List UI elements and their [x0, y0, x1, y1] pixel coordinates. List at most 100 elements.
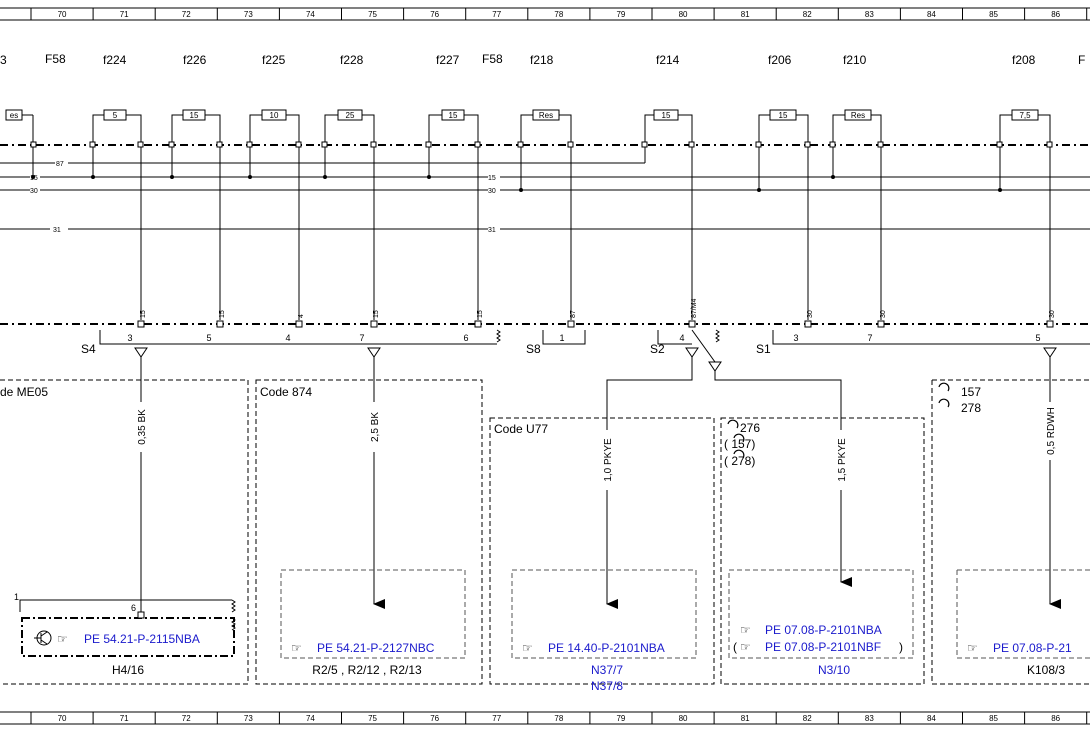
option-157: ( 157)	[724, 437, 755, 451]
wire-labels: 0,35 BK 2,5 BK 1,0 PKYE 1,5 PKYE 0,5 RDW…	[137, 407, 1057, 482]
h4-pin-6: 6	[131, 603, 136, 613]
ruler-number: 80	[679, 10, 688, 19]
fuse-label-partial-right: F	[1078, 53, 1085, 67]
ruler-number: 77	[492, 10, 501, 19]
reference-link-pe1: PE 54.21-P-2115NBA	[84, 632, 200, 646]
ruler-number: 72	[182, 714, 191, 723]
bus-labels: 87 15 30 31 15 30 31	[30, 161, 496, 234]
option-278-b: 278	[961, 401, 981, 415]
component-boxes	[280, 569, 1090, 659]
option-278: ( 278)	[724, 454, 755, 468]
pin-number: 5	[206, 333, 211, 343]
fuse-ratings: es 5 15 10 25 15 Res 15 15 Res 7,5	[10, 111, 1031, 120]
pin-label: 15	[477, 310, 484, 318]
ruler-number: 84	[927, 10, 936, 19]
ruler-number: 86	[1051, 10, 1060, 19]
component-N3: N3/10	[818, 663, 850, 677]
component-names: H4/16 R2/5 , R2/12 , R2/13 N37/7 N37/8 N…	[112, 663, 1065, 693]
fuse-label-F58: F58	[45, 52, 66, 66]
pin-number: 5	[1035, 333, 1040, 343]
connector-S4: S4	[81, 342, 96, 356]
fuse-rating: 15	[779, 111, 788, 120]
ruler-number: 84	[927, 714, 936, 723]
fuse-symbols	[5, 109, 1051, 142]
component-N37-7: N37/7	[591, 663, 623, 677]
pin-number: 3	[793, 333, 798, 343]
ruler-number: 78	[554, 10, 563, 19]
fuse-rating: es	[10, 111, 18, 120]
option-157-b: 157	[961, 385, 981, 399]
fuse-rating: 7,5	[1019, 111, 1031, 120]
pin-number: 4	[679, 333, 684, 343]
wire-label-1.5PKYE: 1,5 PKYE	[837, 438, 848, 482]
connector-top-pins: 15 15 4 15 15 87 87/M4 30 30 30	[140, 298, 1056, 318]
ruler-number: 70	[58, 10, 67, 19]
ruler-number: 81	[741, 714, 750, 723]
pointing-hand-icon: ☞	[57, 632, 68, 646]
pin-number: 7	[867, 333, 872, 343]
wire-label-0.5RDWH: 0,5 RDWH	[1046, 407, 1057, 455]
paren-close: )	[899, 640, 903, 654]
ruler-number: 73	[244, 10, 253, 19]
pin-number: 6	[463, 333, 468, 343]
wire-label-2.5BK: 2,5 BK	[370, 412, 381, 442]
bus-label-15: 15	[30, 175, 38, 182]
ruler-number: 77	[492, 714, 501, 723]
reference-link-pe2: PE 54.21-P-2127NBC	[317, 641, 435, 655]
fuse-labels: 3 F58 f224 f226 f225 f228 f227 F58 f218 …	[0, 52, 1085, 67]
bus-label-31: 31	[53, 227, 61, 234]
component-H4: H4/16	[112, 663, 144, 677]
output-triangles	[134, 347, 1057, 372]
ruler-number: 79	[616, 10, 625, 19]
h4-component	[19, 599, 236, 657]
component-N37-8: N37/8	[591, 679, 623, 693]
ruler-number: 85	[989, 10, 998, 19]
wire-label-0.35BK: 0,35 BK	[137, 409, 148, 445]
fuse-rating: 25	[346, 111, 355, 120]
pin-number: 1	[559, 333, 564, 343]
fuse-label-f214: f214	[656, 53, 680, 67]
reference-link-pe3: PE 14.40-P-2101NBA	[548, 641, 665, 655]
fuse-rating: 10	[270, 111, 279, 120]
ruler-number: 83	[865, 714, 874, 723]
ruler-number: 70	[58, 714, 67, 723]
fuse-rating: 5	[113, 111, 118, 120]
ruler-number: 72	[182, 10, 191, 19]
connector-pin-boxes	[137, 320, 1054, 328]
connector-pin-numbers: 3 5 4 7 6 1 4 3 7 5	[127, 333, 1040, 343]
ruler-number: 76	[430, 714, 439, 723]
code-boxes	[0, 379, 1090, 685]
option-labels-n3: 276 ( 157) ( 278)	[724, 421, 760, 468]
component-R2: R2/5 , R2/12 , R2/13	[312, 663, 422, 677]
code-label-874: Code 874	[260, 385, 312, 399]
pointing-hand-icon: ☞	[522, 641, 533, 655]
reference-links[interactable]: ☞ PE 54.21-P-2115NBA ☞ PE 54.21-P-2127NB…	[57, 623, 1072, 655]
fuse-label-f218: f218	[530, 53, 554, 67]
ruler-number: 82	[803, 714, 812, 723]
pin-label: 30	[880, 310, 887, 318]
ruler-number: 76	[430, 10, 439, 19]
pointing-hand-icon: ☞	[967, 641, 978, 655]
reference-link-pe6: PE 07.08-P-21	[993, 641, 1072, 655]
ruler-number: 82	[803, 10, 812, 19]
pin-label: 4	[298, 314, 305, 318]
pin-label: 87	[570, 310, 577, 318]
code-label-ME05: de ME05	[0, 385, 48, 399]
component-K108: K108/3	[1027, 663, 1065, 677]
ruler-number: 79	[616, 714, 625, 723]
option-icon	[938, 382, 950, 392]
ruler-number: 78	[554, 714, 563, 723]
bus-label-15-b: 15	[488, 175, 496, 182]
pin-label: 15	[219, 310, 226, 318]
option-icons-n3	[727, 419, 745, 459]
option-icon	[938, 398, 950, 408]
pointing-hand-icon: ☞	[740, 623, 751, 637]
wires	[140, 357, 1061, 612]
bus-label-30-b: 30	[488, 188, 496, 195]
bus-lines	[0, 147, 1090, 320]
ruler-number: 73	[244, 714, 253, 723]
fuse-rating: Res	[851, 111, 865, 120]
